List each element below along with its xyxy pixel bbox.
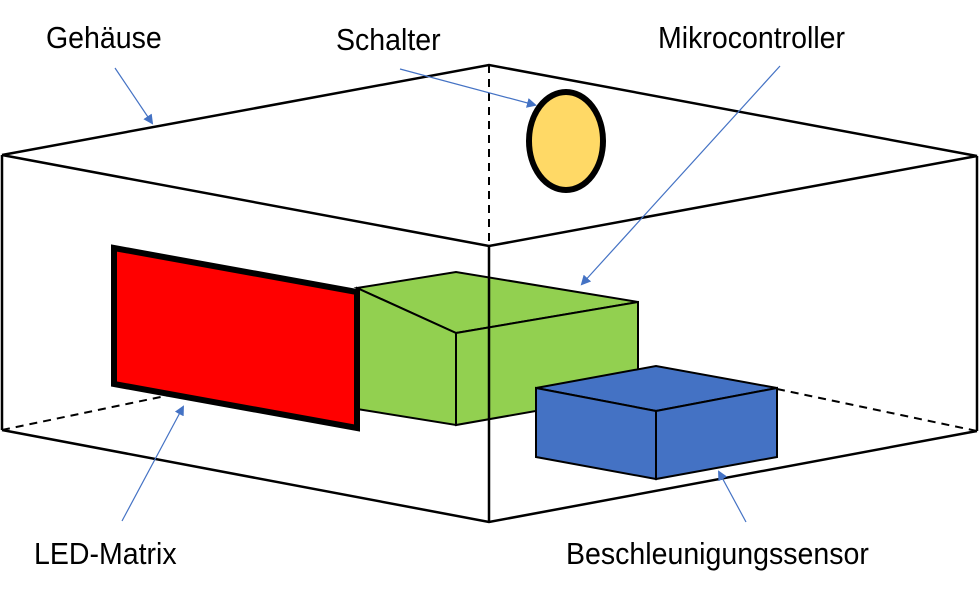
housing-hidden-bottom-left-edge	[1, 394, 171, 431]
housing-hidden-bottom-right-edge	[776, 388, 978, 432]
label-switch: Schalter	[336, 22, 441, 57]
led-matrix-panel	[111, 244, 360, 432]
led-matrix-arrow	[121, 405, 184, 522]
switch-arrow	[399, 68, 537, 108]
label-led-matrix: LED-Matrix	[34, 536, 177, 571]
label-housing: Gehäuse	[46, 20, 162, 55]
accelerometer-box	[535, 364, 778, 481]
label-microcontroller: Mikrocontroller	[658, 20, 846, 55]
accelerometer-side-face	[655, 386, 778, 481]
microcontroller-arrow	[580, 65, 781, 286]
housing-arrow	[114, 67, 154, 125]
label-accelerometer: Beschleunigungssensor	[566, 536, 869, 571]
switch-button	[526, 89, 606, 193]
accelerometer-arrow	[718, 470, 747, 523]
